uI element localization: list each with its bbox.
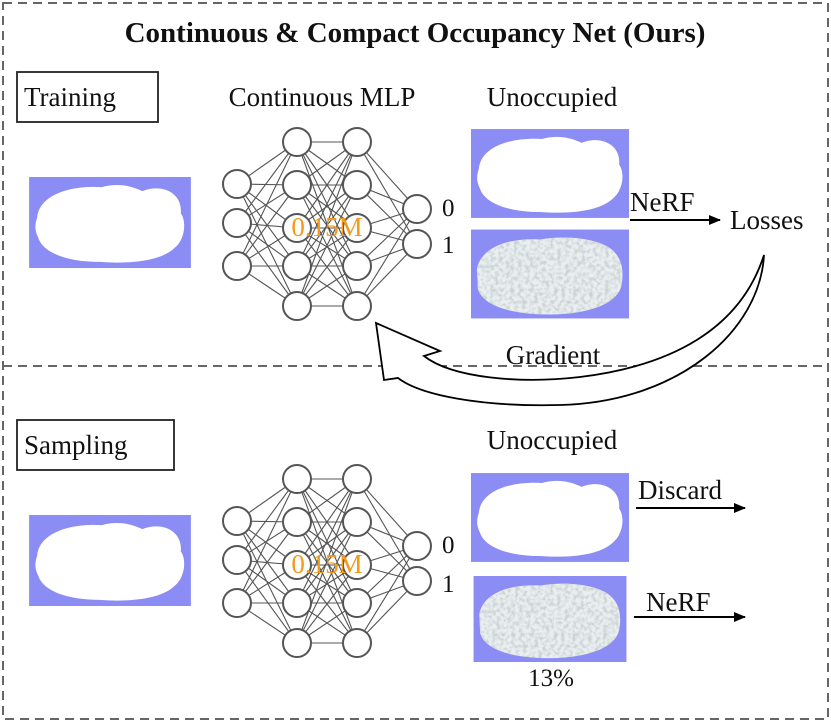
network-edge bbox=[356, 478, 418, 582]
network-edge bbox=[296, 478, 358, 566]
network-node bbox=[282, 588, 312, 618]
network-edge bbox=[296, 478, 358, 604]
mlp-network-icon: 0.15M bbox=[222, 464, 432, 658]
network-node bbox=[222, 169, 252, 199]
network-edge bbox=[236, 478, 298, 561]
network-node bbox=[342, 213, 372, 243]
network-edge bbox=[236, 521, 298, 604]
sampling-output-0: 0 bbox=[442, 532, 455, 559]
network-node bbox=[282, 170, 312, 200]
sampling-nerf-label: NeRF bbox=[646, 587, 711, 617]
network-node bbox=[342, 628, 372, 658]
training-label-box bbox=[16, 71, 159, 123]
network-edge bbox=[296, 141, 358, 307]
sampling-input-image bbox=[29, 515, 191, 606]
network-edge bbox=[356, 141, 418, 245]
network-edge bbox=[356, 208, 418, 307]
network-node bbox=[282, 127, 312, 157]
network-node bbox=[282, 464, 312, 494]
network-node bbox=[282, 507, 312, 537]
network-edge bbox=[236, 559, 298, 644]
network-edge bbox=[236, 141, 298, 267]
network-node bbox=[402, 194, 432, 224]
training-occupied-image bbox=[471, 230, 629, 319]
network-node bbox=[402, 531, 432, 561]
gradient-arrow-icon bbox=[374, 254, 765, 407]
sampling-label: Sampling bbox=[24, 430, 128, 460]
network-node bbox=[342, 464, 372, 494]
network-node bbox=[222, 588, 252, 618]
network-node bbox=[402, 566, 432, 596]
network-node bbox=[342, 251, 372, 281]
training-output-0: 0 bbox=[442, 195, 455, 222]
network-node bbox=[342, 550, 372, 580]
discard-label: Discard bbox=[638, 475, 722, 505]
network-node bbox=[282, 213, 312, 243]
sampling-unoccupied-image bbox=[471, 473, 629, 562]
network-edge bbox=[236, 478, 298, 604]
network-node bbox=[222, 251, 252, 281]
param-count-label: 0.15M bbox=[291, 212, 362, 242]
diagram-title: Continuous & Compact Occupancy Net (Ours… bbox=[125, 17, 706, 49]
network-node bbox=[282, 251, 312, 281]
network-edge bbox=[296, 521, 358, 644]
network-node bbox=[222, 208, 252, 238]
sampling-label-box bbox=[16, 419, 175, 471]
sampling-output-1: 1 bbox=[442, 571, 455, 598]
network-edge bbox=[296, 141, 358, 229]
network-node bbox=[342, 588, 372, 618]
network-edge bbox=[356, 545, 418, 644]
network-edge bbox=[296, 564, 358, 644]
network-edge bbox=[296, 227, 358, 307]
percent-label: 13% bbox=[528, 665, 574, 692]
param-count-label: 0.15M bbox=[291, 549, 362, 579]
network-edge bbox=[236, 184, 298, 267]
network-node bbox=[282, 628, 312, 658]
network-node bbox=[282, 291, 312, 321]
network-edge bbox=[296, 184, 358, 307]
network-node bbox=[282, 550, 312, 580]
network-node bbox=[222, 545, 252, 575]
training-unoccupied-label: Unoccupied bbox=[487, 82, 618, 112]
network-edge bbox=[296, 141, 358, 267]
sampling-occupied-image bbox=[474, 576, 627, 662]
network-node bbox=[342, 127, 372, 157]
network-node bbox=[222, 506, 252, 536]
training-nerf-label: NeRF bbox=[630, 187, 695, 217]
gradient-label: Gradient bbox=[506, 340, 601, 370]
network-edge bbox=[296, 478, 358, 644]
training-input-image bbox=[29, 177, 191, 268]
network-node bbox=[402, 229, 432, 259]
network-node bbox=[342, 507, 372, 537]
network-node bbox=[342, 291, 372, 321]
mlp-network-icon: 0.15M bbox=[222, 127, 432, 321]
sampling-unoccupied-label: Unoccupied bbox=[487, 425, 618, 455]
network-edge bbox=[236, 222, 298, 307]
training-label: Training bbox=[24, 82, 116, 112]
training-unoccupied-image bbox=[471, 129, 629, 218]
losses-label: Losses bbox=[730, 205, 804, 235]
training-output-1: 1 bbox=[442, 232, 455, 259]
network-edge bbox=[236, 141, 298, 224]
mlp-label: Continuous MLP bbox=[229, 82, 416, 112]
network-node bbox=[342, 170, 372, 200]
